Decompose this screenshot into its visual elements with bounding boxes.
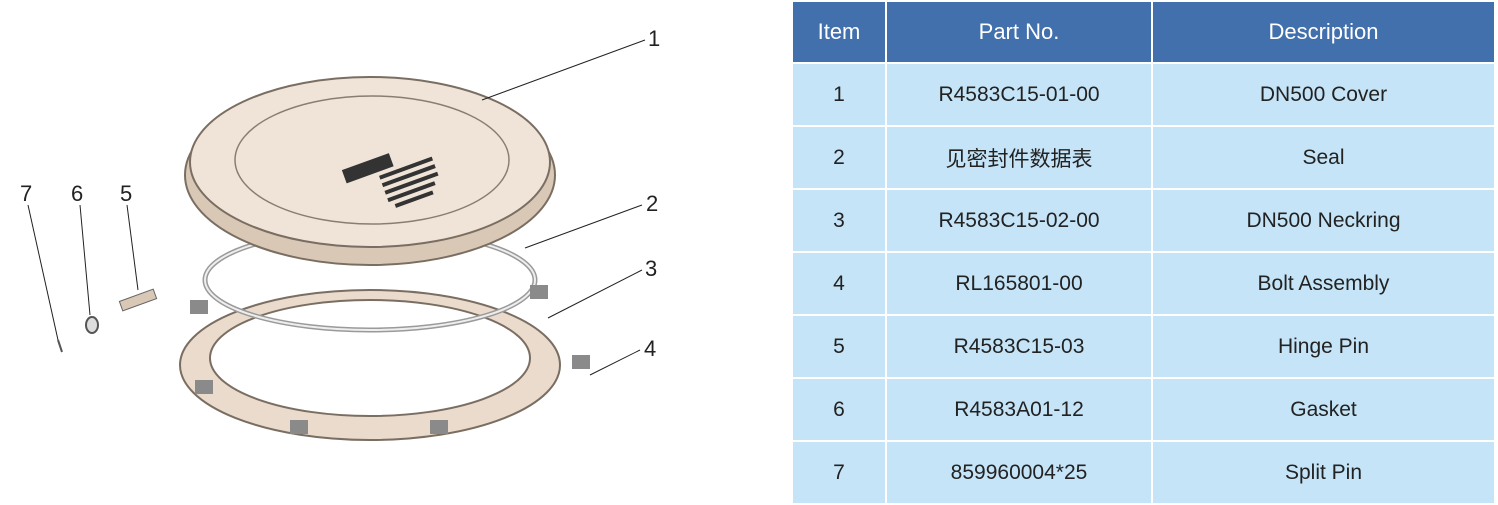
exploded-view-drawing <box>27 39 646 441</box>
cell-part-no: R4583C15-01-00 <box>887 64 1151 125</box>
cell-part-no: R4583C15-02-00 <box>887 190 1151 251</box>
gasket <box>85 316 99 334</box>
cell-description: Hinge Pin <box>1153 316 1494 377</box>
cell-part-no: 859960004*25 <box>887 442 1151 503</box>
header-item: Item <box>793 2 885 62</box>
cell-part-no: 见密封件数据表 <box>887 127 1151 188</box>
header-part-no: Part No. <box>887 2 1151 62</box>
cell-item: 5 <box>793 316 885 377</box>
cell-item: 7 <box>793 442 885 503</box>
callout-5: 5 <box>120 181 133 206</box>
cell-description: DN500 Cover <box>1153 64 1494 125</box>
cell-description: Bolt Assembly <box>1153 253 1494 314</box>
neckring <box>179 289 561 441</box>
callout-4: 4 <box>644 336 657 361</box>
cell-item: 2 <box>793 127 885 188</box>
cell-description: Split Pin <box>1153 442 1494 503</box>
header-description: Description <box>1153 2 1494 62</box>
bolt-assemblies <box>190 285 590 434</box>
callout-7: 7 <box>20 181 33 206</box>
callout-6: 6 <box>71 181 84 206</box>
cell-item: 6 <box>793 379 885 440</box>
cell-description: Gasket <box>1153 379 1494 440</box>
split-pin <box>57 339 63 353</box>
cover <box>184 76 556 266</box>
hinge-pin <box>118 288 158 312</box>
table-header: Item Part No. Description <box>793 2 1494 62</box>
callout-2: 2 <box>646 191 659 216</box>
cell-description: DN500 Neckring <box>1153 190 1494 251</box>
cell-part-no: RL165801-00 <box>887 253 1151 314</box>
cell-item: 4 <box>793 253 885 314</box>
cell-part-no: R4583C15-03 <box>887 316 1151 377</box>
callout-1: 1 <box>648 26 661 51</box>
cell-part-no: R4583A01-12 <box>887 379 1151 440</box>
cell-description: Seal <box>1153 127 1494 188</box>
callout-3: 3 <box>645 256 658 281</box>
cell-item: 1 <box>793 64 885 125</box>
cell-item: 3 <box>793 190 885 251</box>
leader-lines <box>27 39 646 376</box>
